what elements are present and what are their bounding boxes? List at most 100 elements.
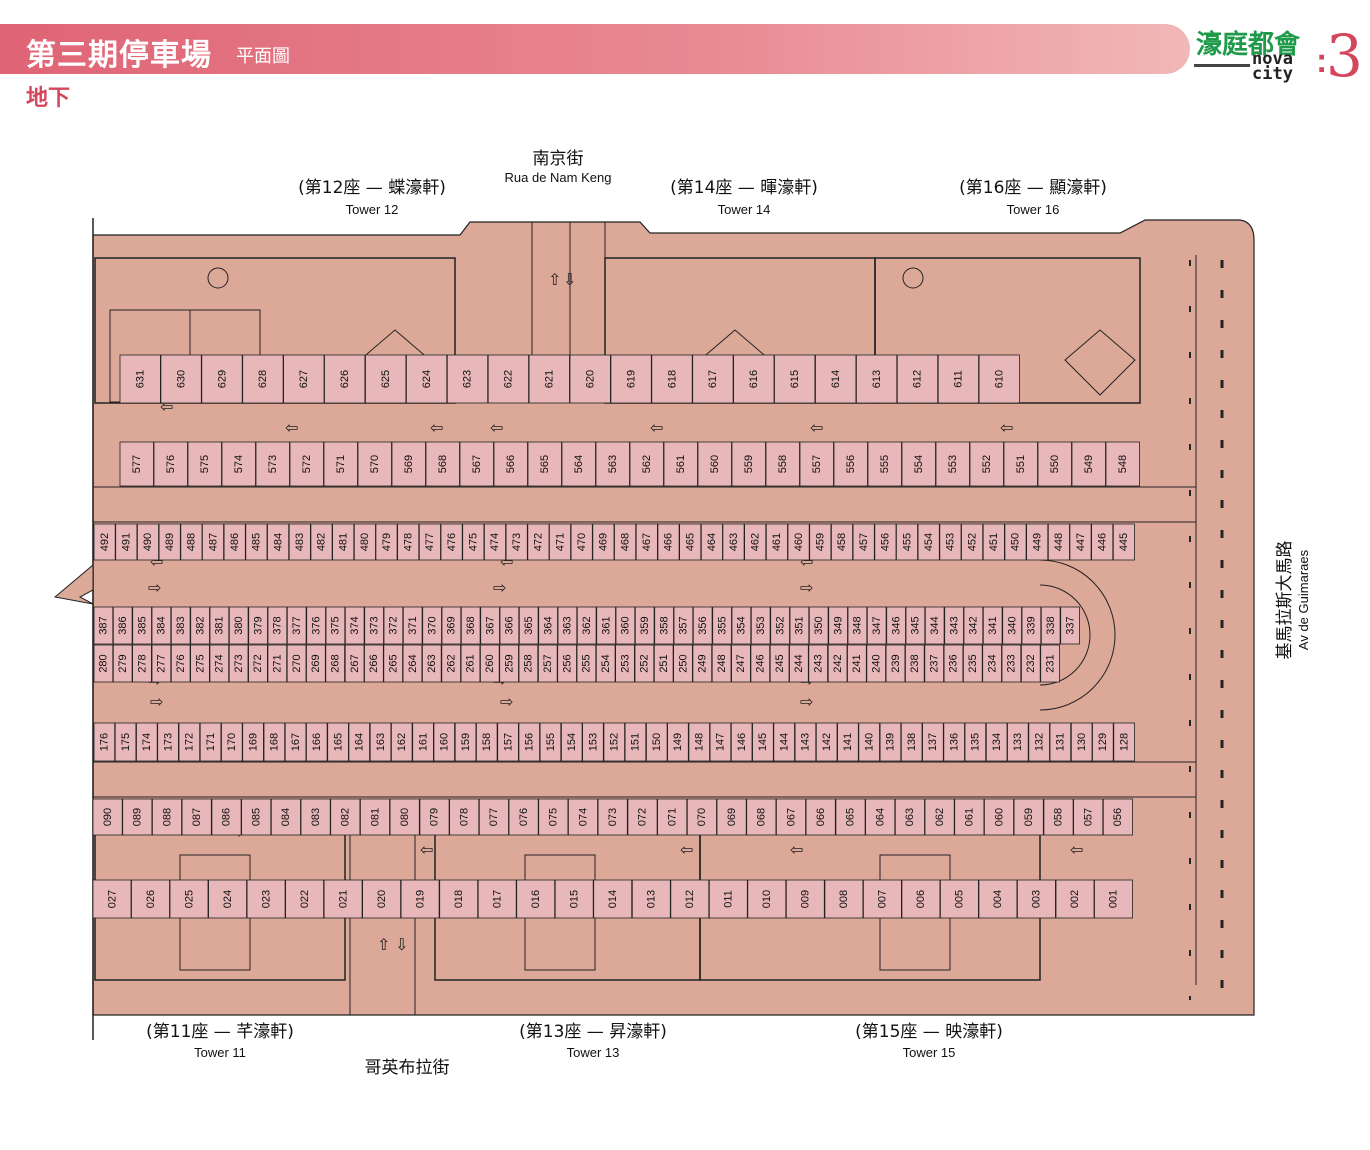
parking-spot-360[interactable]: 360 (615, 606, 636, 645)
parking-spot-353[interactable]: 353 (750, 606, 771, 645)
parking-spot-375[interactable]: 375 (325, 606, 346, 645)
parking-spot-559[interactable]: 559 (731, 441, 766, 487)
parking-spot-256[interactable]: 256 (557, 644, 577, 683)
parking-spot-377[interactable]: 377 (286, 606, 307, 645)
parking-spot-346[interactable]: 346 (886, 606, 906, 645)
parking-spot-376[interactable]: 376 (306, 606, 326, 645)
parking-spot-084[interactable]: 084 (270, 798, 301, 836)
parking-spot-378[interactable]: 378 (267, 606, 288, 645)
parking-spot-129[interactable]: 129 (1092, 722, 1114, 762)
parking-spot-478[interactable]: 478 (397, 523, 420, 561)
parking-spot-454[interactable]: 454 (917, 523, 940, 561)
parking-spot-079[interactable]: 079 (419, 798, 450, 836)
parking-spot-473[interactable]: 473 (505, 523, 528, 561)
parking-spot-085[interactable]: 085 (241, 798, 272, 836)
parking-spot-020[interactable]: 020 (362, 879, 402, 919)
parking-spot-453[interactable]: 453 (939, 523, 962, 561)
parking-spot-472[interactable]: 472 (527, 523, 550, 561)
parking-spot-349[interactable]: 349 (828, 606, 848, 645)
parking-spot-245[interactable]: 245 (769, 644, 790, 683)
parking-spot-630[interactable]: 630 (160, 354, 202, 404)
parking-spot-008[interactable]: 008 (824, 879, 864, 919)
parking-spot-462[interactable]: 462 (744, 523, 767, 561)
parking-spot-348[interactable]: 348 (847, 606, 868, 645)
parking-spot-279[interactable]: 279 (112, 644, 133, 683)
parking-spot-354[interactable]: 354 (731, 606, 752, 645)
parking-spot-023[interactable]: 023 (246, 879, 286, 919)
parking-spot-563[interactable]: 563 (595, 441, 630, 487)
parking-spot-450[interactable]: 450 (1004, 523, 1027, 561)
parking-spot-240[interactable]: 240 (866, 644, 886, 683)
parking-spot-451[interactable]: 451 (982, 523, 1005, 561)
parking-spot-448[interactable]: 448 (1047, 523, 1070, 561)
parking-spot-153[interactable]: 153 (582, 722, 604, 762)
parking-spot-172[interactable]: 172 (178, 722, 201, 762)
parking-spot-489[interactable]: 489 (158, 523, 181, 561)
parking-spot-363[interactable]: 363 (557, 606, 578, 645)
parking-spot-623[interactable]: 623 (446, 354, 489, 404)
parking-spot-622[interactable]: 622 (487, 354, 530, 404)
parking-spot-164[interactable]: 164 (348, 722, 370, 762)
parking-spot-170[interactable]: 170 (221, 722, 243, 762)
parking-spot-487[interactable]: 487 (201, 523, 224, 561)
parking-spot-574[interactable]: 574 (221, 441, 256, 487)
parking-spot-007[interactable]: 007 (863, 879, 902, 919)
parking-spot-572[interactable]: 572 (289, 441, 324, 487)
parking-spot-135[interactable]: 135 (964, 722, 987, 762)
parking-spot-078[interactable]: 078 (449, 798, 480, 836)
parking-spot-262[interactable]: 262 (441, 644, 461, 683)
parking-spot-144[interactable]: 144 (773, 722, 795, 762)
parking-spot-134[interactable]: 134 (985, 722, 1008, 762)
parking-spot-238[interactable]: 238 (905, 644, 925, 683)
parking-spot-080[interactable]: 080 (389, 798, 420, 836)
parking-spot-251[interactable]: 251 (653, 644, 674, 683)
parking-spot-350[interactable]: 350 (808, 606, 829, 645)
parking-spot-155[interactable]: 155 (539, 722, 562, 762)
parking-spot-072[interactable]: 072 (627, 798, 658, 836)
parking-spot-140[interactable]: 140 (858, 722, 880, 762)
parking-spot-254[interactable]: 254 (595, 644, 616, 683)
parking-spot-577[interactable]: 577 (119, 441, 154, 487)
parking-spot-384[interactable]: 384 (151, 606, 172, 645)
parking-spot-358[interactable]: 358 (654, 606, 674, 645)
parking-spot-617[interactable]: 617 (692, 354, 734, 404)
parking-spot-090[interactable]: 090 (92, 798, 123, 836)
parking-spot-018[interactable]: 018 (439, 879, 479, 919)
parking-spot-014[interactable]: 014 (593, 879, 633, 919)
parking-spot-612[interactable]: 612 (896, 354, 939, 404)
parking-spot-564[interactable]: 564 (561, 441, 596, 487)
parking-spot-620[interactable]: 620 (569, 354, 611, 404)
parking-spot-141[interactable]: 141 (837, 722, 859, 762)
parking-spot-255[interactable]: 255 (576, 644, 597, 683)
parking-spot-369[interactable]: 369 (441, 606, 462, 645)
parking-spot-361[interactable]: 361 (596, 606, 616, 645)
parking-spot-387[interactable]: 387 (93, 606, 114, 645)
parking-spot-159[interactable]: 159 (454, 722, 477, 762)
parking-spot-056[interactable]: 056 (1102, 798, 1133, 836)
parking-spot-372[interactable]: 372 (383, 606, 404, 645)
parking-spot-005[interactable]: 005 (940, 879, 979, 919)
parking-spot-165[interactable]: 165 (327, 722, 349, 762)
parking-spot-467[interactable]: 467 (635, 523, 658, 561)
parking-spot-263[interactable]: 263 (421, 644, 442, 683)
parking-spot-344[interactable]: 344 (924, 606, 945, 645)
parking-spot-242[interactable]: 242 (827, 644, 848, 683)
parking-spot-231[interactable]: 231 (1040, 644, 1060, 683)
parking-spot-561[interactable]: 561 (663, 441, 698, 487)
parking-spot-464[interactable]: 464 (700, 523, 723, 561)
parking-spot-492[interactable]: 492 (93, 523, 116, 561)
parking-spot-161[interactable]: 161 (412, 722, 434, 762)
parking-spot-006[interactable]: 006 (901, 879, 941, 919)
parking-spot-060[interactable]: 060 (984, 798, 1015, 836)
parking-spot-611[interactable]: 611 (937, 354, 980, 404)
parking-spot-234[interactable]: 234 (982, 644, 1002, 683)
parking-spot-133[interactable]: 133 (1007, 722, 1029, 762)
parking-spot-024[interactable]: 024 (208, 879, 248, 919)
parking-spot-382[interactable]: 382 (190, 606, 210, 645)
parking-spot-253[interactable]: 253 (615, 644, 635, 683)
parking-spot-549[interactable]: 549 (1071, 441, 1106, 487)
parking-spot-364[interactable]: 364 (538, 606, 558, 645)
parking-spot-151[interactable]: 151 (624, 722, 647, 762)
parking-spot-068[interactable]: 068 (746, 798, 777, 836)
parking-spot-136[interactable]: 136 (943, 722, 965, 762)
